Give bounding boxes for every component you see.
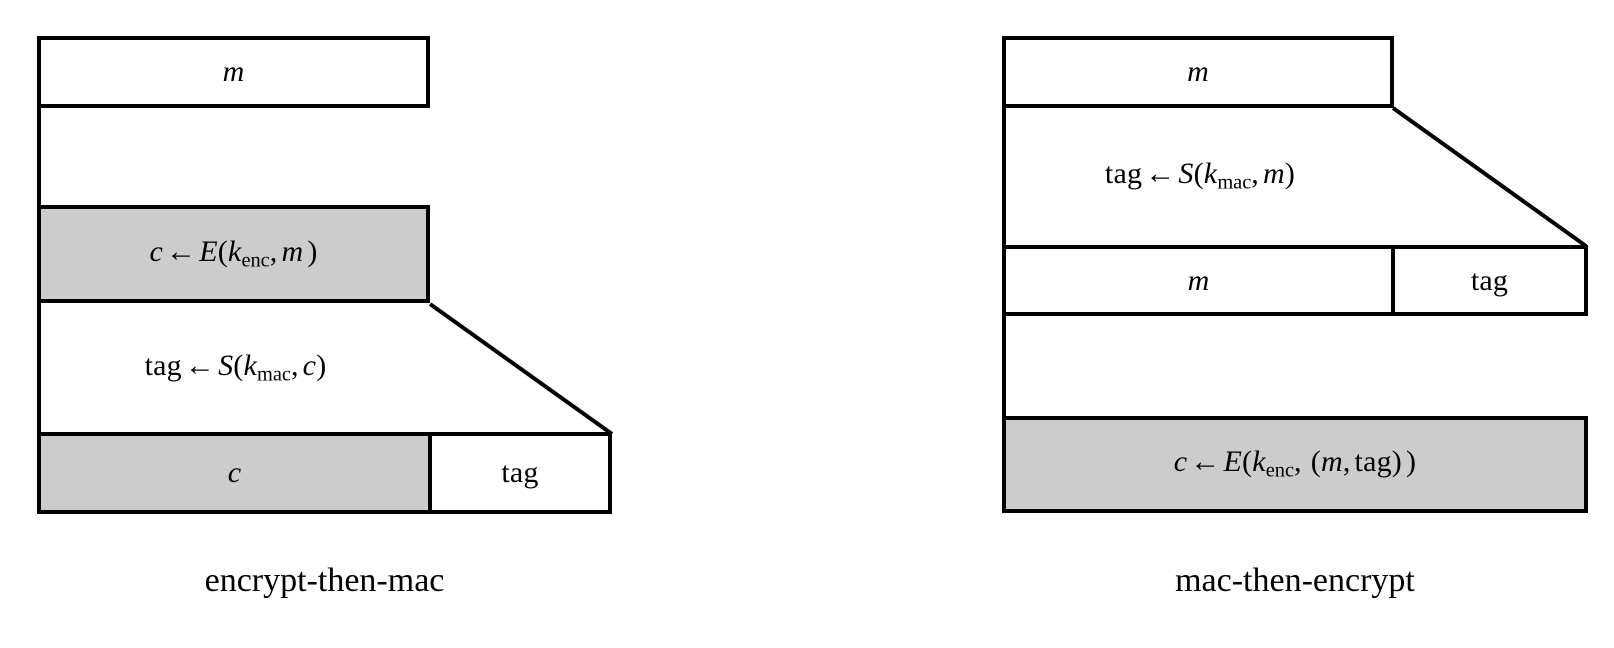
right-middle-tag-label: tag bbox=[1470, 263, 1509, 297]
right-mac-formula: tag←S(kmac,m) bbox=[1105, 159, 1295, 193]
left-encrypt-output: c bbox=[149, 234, 163, 268]
right-caption: mac-then-encrypt bbox=[1002, 562, 1588, 600]
left-caption: encrypt-then-mac bbox=[37, 562, 612, 600]
left-encrypt-function: E bbox=[199, 234, 218, 268]
right-middle-message-label: m bbox=[1187, 263, 1210, 297]
right-encrypt-open-paren: ( bbox=[1242, 445, 1253, 479]
right-encrypt-key-subscript: enc bbox=[1265, 460, 1295, 483]
right-mac-key: k bbox=[1203, 157, 1218, 191]
left-result-ciphertext-box: c bbox=[37, 432, 432, 514]
right-encrypt-output: c bbox=[1173, 445, 1188, 479]
right-mac-region: tag←S(kmac,m) bbox=[1006, 108, 1394, 245]
left-mac-arrow: ← bbox=[184, 349, 216, 383]
right-encrypt-function: E bbox=[1223, 445, 1243, 479]
left-result-tag-box: tag bbox=[428, 432, 612, 514]
left-encrypt-argument: m bbox=[281, 234, 304, 268]
right-middle-tag-box: tag bbox=[1391, 245, 1588, 316]
right-encrypt-arrow: ← bbox=[1190, 445, 1221, 479]
right-encrypt-formula: c←E(kenc,(m,tag)) bbox=[1174, 447, 1416, 481]
left-encrypt-key-subscript: enc bbox=[241, 249, 270, 272]
left-encrypt-open-paren: ( bbox=[217, 234, 228, 268]
right-mac-key-subscript: mac bbox=[1217, 172, 1252, 195]
left-mac-output: tag bbox=[144, 349, 182, 383]
right-middle-message-box: m bbox=[1002, 245, 1395, 316]
right-message-box: m bbox=[1002, 36, 1394, 108]
left-caption-text: encrypt-then-mac bbox=[204, 562, 445, 599]
right-spine-upper bbox=[1002, 108, 1006, 245]
left-spine-lower bbox=[37, 303, 41, 434]
left-message-box: m bbox=[37, 36, 430, 108]
right-message-label: m bbox=[1187, 55, 1209, 88]
left-encrypt-formula: c←E(kenc,m) bbox=[149, 234, 318, 272]
right-mac-output: tag bbox=[1104, 157, 1143, 191]
left-result-tag-label: tag bbox=[501, 456, 539, 489]
left-mac-region: tag←S(kmac,c) bbox=[41, 303, 430, 434]
left-mac-key-subscript: mac bbox=[257, 364, 291, 387]
right-spine-lower bbox=[1002, 316, 1006, 416]
right-mac-open-paren: ( bbox=[1193, 157, 1204, 191]
left-mac-close-paren: ) bbox=[316, 349, 327, 383]
left-mac-key: k bbox=[243, 349, 257, 383]
right-encrypt-inner-close-paren: ) bbox=[1391, 445, 1402, 479]
right-encrypt-box: c←E(kenc,(m,tag)) bbox=[1002, 416, 1588, 513]
left-mac-argument: c bbox=[302, 349, 317, 383]
left-encrypt-close-paren: ) bbox=[307, 234, 318, 268]
left-mac-formula: tag←S(kmac,c) bbox=[145, 351, 327, 385]
right-caption-text: mac-then-encrypt bbox=[1175, 562, 1415, 599]
left-message-label: m bbox=[222, 55, 245, 88]
left-mac-open-paren: ( bbox=[233, 349, 244, 383]
right-encrypt-close-paren: ) bbox=[1406, 445, 1417, 479]
right-mac-arrow: ← bbox=[1145, 157, 1176, 191]
left-encrypt-arrow: ← bbox=[165, 234, 197, 268]
right-mac-close-paren: ) bbox=[1284, 157, 1296, 191]
left-encrypt-box: c←E(kenc,m) bbox=[37, 205, 430, 303]
left-encrypt-comma: , bbox=[269, 234, 278, 268]
left-encrypt-key: k bbox=[227, 234, 242, 268]
right-encrypt-inner-comma: , bbox=[1342, 445, 1351, 479]
right-encrypt-inner-first: m bbox=[1320, 445, 1343, 479]
right-encrypt-inner-open-paren: ( bbox=[1310, 445, 1321, 479]
right-encrypt-comma: , bbox=[1294, 445, 1302, 479]
right-mac-function: S bbox=[1178, 157, 1194, 191]
left-mac-comma: , bbox=[290, 349, 299, 383]
left-mac-function: S bbox=[218, 349, 234, 383]
left-result-ciphertext-label: c bbox=[227, 456, 242, 489]
right-mac-argument: m bbox=[1262, 157, 1285, 191]
right-encrypt-inner-second: tag bbox=[1354, 445, 1392, 479]
left-spine-upper bbox=[37, 108, 41, 205]
right-encrypt-key: k bbox=[1252, 445, 1266, 479]
right-mac-comma: , bbox=[1251, 157, 1259, 191]
